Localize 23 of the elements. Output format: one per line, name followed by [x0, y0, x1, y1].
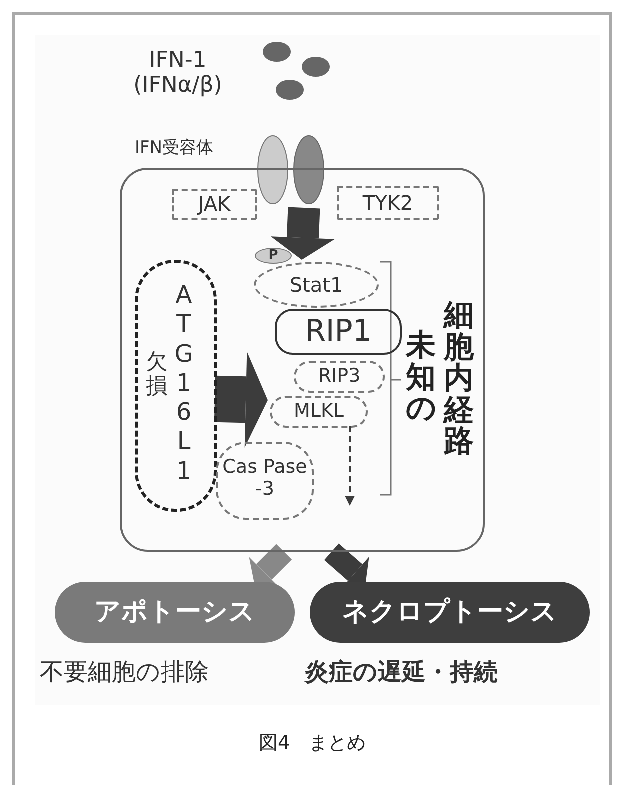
arrow — [345, 426, 356, 506]
ligand-label: IFN-1 (IFNα/β) — [132, 48, 224, 99]
pathway-label: 細胞内経路 — [444, 300, 474, 458]
gene-label: ATG16L1 — [174, 281, 194, 486]
protein-box: MLKL — [270, 396, 368, 428]
outcome-pill: ネクロプトーシス — [310, 582, 590, 643]
protein-box: RIP3 — [294, 361, 385, 393]
kinase-box: TYK2 — [337, 186, 439, 220]
kinase-box: JAK — [172, 189, 257, 220]
outcome-pill: アポトーシス — [55, 582, 295, 643]
arrow — [214, 352, 268, 448]
deletion-box — [135, 260, 217, 512]
protein-ellipse: Stat1 — [254, 262, 379, 308]
pathway-label: 未知の — [406, 330, 436, 424]
protein-box: RIP1 — [275, 309, 402, 355]
arrow — [270, 207, 335, 260]
deletion-label: 欠損 — [146, 351, 168, 400]
outcome-text: 不要細胞の排除 — [40, 657, 209, 688]
receptor-label: IFN受容体 — [135, 137, 214, 159]
cell-outline — [120, 168, 485, 552]
caption: 図4 まとめ — [258, 731, 368, 756]
protein-box: Cas Pase -3 — [216, 442, 314, 520]
outcome-text: 炎症の遅延・持続 — [305, 657, 498, 688]
